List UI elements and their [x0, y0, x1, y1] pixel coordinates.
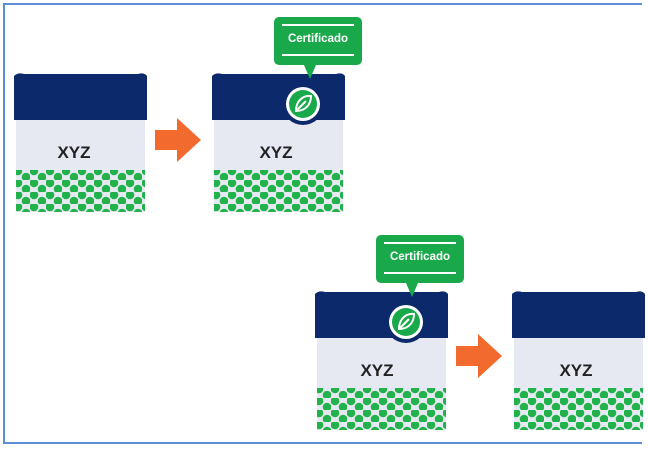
bag-dots — [514, 388, 643, 430]
certified-badge: Certificado — [376, 235, 464, 297]
bag-dots — [16, 170, 145, 212]
bag-top-after: XYZ — [212, 73, 345, 212]
bag-dots — [317, 388, 446, 430]
leaf-seal-icon — [385, 301, 427, 343]
bag-label: XYZ — [559, 361, 592, 380]
certified-badge-label: Certificado — [288, 33, 348, 45]
bag-label: XYZ — [360, 361, 393, 380]
bag-dots — [214, 170, 343, 212]
bag-top-band — [512, 291, 645, 338]
bag-label: XYZ — [57, 143, 90, 162]
bag-top-band — [315, 291, 448, 338]
frame-border — [3, 3, 642, 444]
leaf-seal-icon — [282, 83, 324, 125]
bag-top-before: XYZ — [14, 73, 147, 212]
certified-badge: Certificado — [274, 17, 362, 79]
bag-bottom-after: XYZ — [512, 291, 645, 430]
certified-badge-label: Certificado — [390, 251, 450, 263]
bag-top-band — [212, 73, 345, 120]
arrow-right-icon — [155, 118, 201, 162]
arrow-right-icon — [456, 334, 502, 378]
bag-bottom-before: XYZ — [315, 291, 448, 430]
bag-label: XYZ — [259, 143, 292, 162]
bag-top-band — [14, 73, 147, 120]
